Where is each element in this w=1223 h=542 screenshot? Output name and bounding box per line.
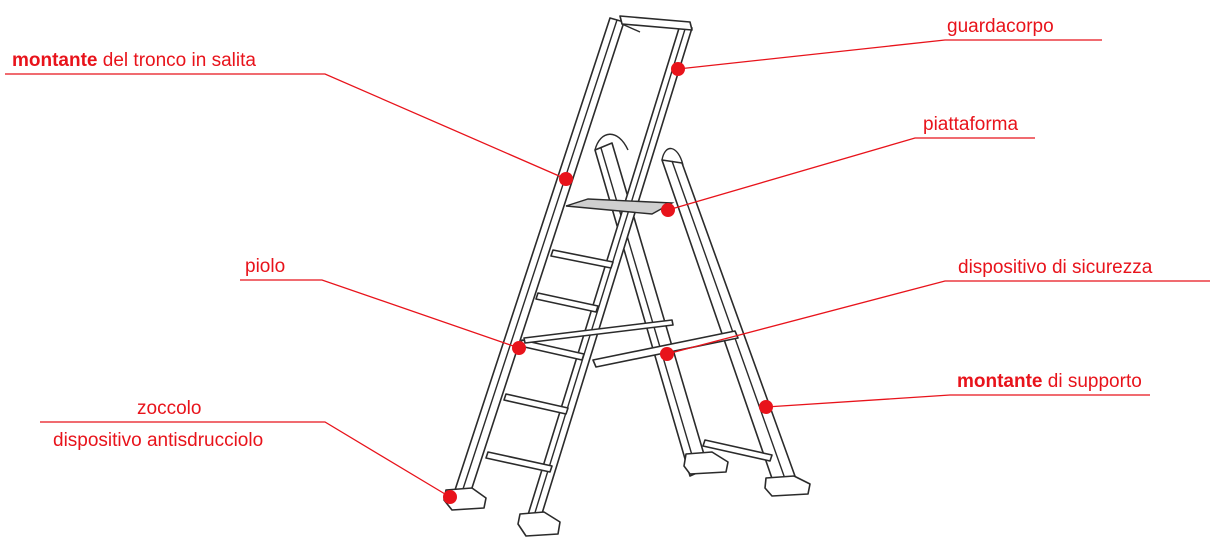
front-stile-left bbox=[454, 17, 625, 495]
label-antisdrucciolo: dispositivo antisdrucciolo bbox=[53, 430, 263, 451]
labels: montante del tronco in salita guardacorp… bbox=[12, 16, 1153, 451]
label-guardacorpo: guardacorpo bbox=[947, 16, 1054, 37]
leader-montante-salita bbox=[5, 73, 567, 180]
label-montante-salita: montante del tronco in salita bbox=[12, 50, 256, 71]
back-arch-right bbox=[661, 147, 684, 166]
marker-piattaforma bbox=[661, 203, 675, 217]
leader-dispositivo-sicurezza bbox=[666, 280, 1210, 355]
leader-zoccolo bbox=[40, 421, 451, 498]
marker-dots bbox=[443, 62, 773, 504]
leader-piolo bbox=[240, 279, 520, 349]
back-arch-left bbox=[594, 133, 629, 151]
marker-montante-salita bbox=[559, 172, 573, 186]
label-dispositivo-sicurezza: dispositivo di sicurezza bbox=[958, 257, 1153, 278]
front-foot-right bbox=[517, 511, 561, 537]
marker-zoccolo bbox=[443, 490, 457, 504]
marker-dispositivo-sicurezza bbox=[660, 347, 674, 361]
label-zoccolo: zoccolo bbox=[137, 398, 201, 419]
marker-piolo bbox=[512, 341, 526, 355]
label-piattaforma: piattaforma bbox=[923, 114, 1018, 135]
guardrail-top bbox=[619, 15, 693, 31]
label-piolo: piolo bbox=[245, 256, 285, 277]
support-crossbar bbox=[702, 439, 773, 462]
back-foot-left bbox=[683, 451, 729, 475]
marker-guardacorpo bbox=[671, 62, 685, 76]
label-montante-supporto: montante di supporto bbox=[957, 371, 1142, 392]
leader-guardacorpo bbox=[677, 39, 1102, 70]
ladder-illustration bbox=[443, 15, 811, 537]
leader-lines bbox=[5, 39, 1210, 498]
rungs bbox=[485, 249, 614, 473]
leader-piattaforma bbox=[667, 137, 1035, 211]
platform bbox=[565, 198, 675, 215]
front-stile-right bbox=[526, 24, 693, 521]
marker-montante-supporto bbox=[759, 400, 773, 414]
leader-montante-supporto bbox=[765, 394, 1150, 408]
back-foot-right bbox=[764, 475, 811, 497]
